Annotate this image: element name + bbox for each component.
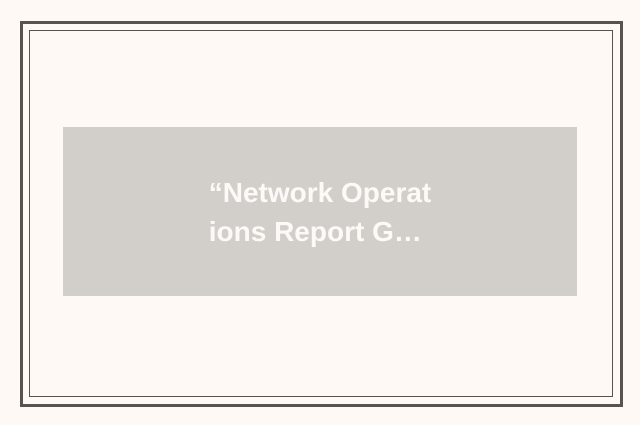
thumbnail-title-line-1: “Network Operat xyxy=(208,176,432,208)
thumbnail-title-line-2: ions Report G… xyxy=(208,215,422,247)
outer-frame-border xyxy=(20,21,623,407)
thumbnail-placeholder[interactable]: “Network Operat ions Report G… xyxy=(63,127,577,296)
inner-frame-border xyxy=(29,30,613,397)
thumbnail-title: “Network Operat ions Report G… xyxy=(209,173,432,251)
